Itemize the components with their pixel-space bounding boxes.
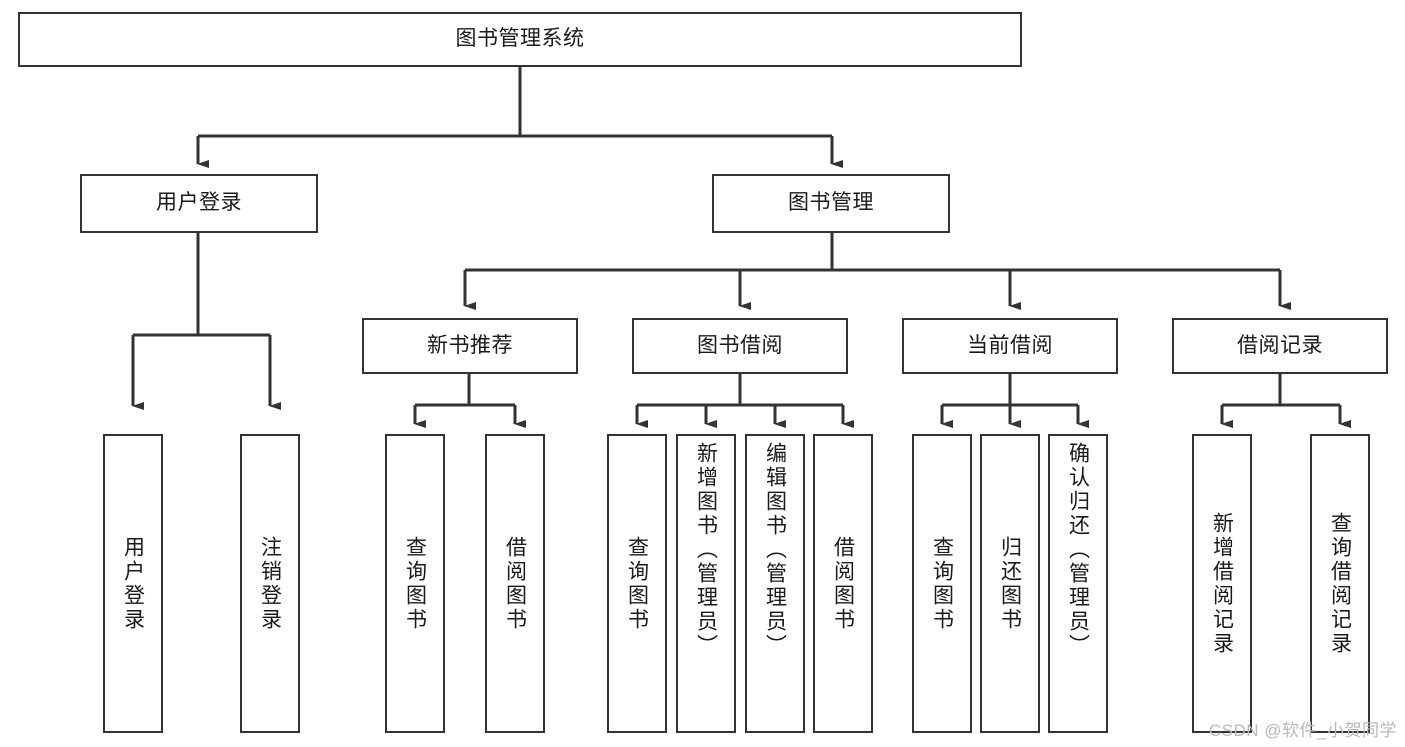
node-leaf-add-record[interactable]: 新增借阅记录 (1192, 434, 1252, 733)
node-leaf-query-book-1-label: 查询图书 (403, 535, 427, 632)
node-leaf-logout[interactable]: 注销登录 (240, 434, 300, 733)
node-leaf-edit-book-label: 编辑图书（管理员） (763, 442, 787, 658)
node-new-book-recommend[interactable]: 新书推荐 (362, 318, 578, 374)
node-leaf-query-record[interactable]: 查询借阅记录 (1310, 434, 1370, 733)
node-root-label: 图书管理系统 (455, 27, 585, 51)
node-leaf-return-book-label: 归还图书 (998, 535, 1022, 632)
node-leaf-add-book-label: 新增图书（管理员） (694, 442, 718, 658)
node-leaf-borrow-book-2[interactable]: 借阅图书 (813, 434, 873, 733)
watermark-text: CSDN @软件_小贺同学 (1208, 721, 1397, 740)
node-leaf-add-record-label: 新增借阅记录 (1210, 511, 1234, 656)
node-book-borrow-label: 图书借阅 (697, 333, 783, 357)
node-leaf-query-book-1[interactable]: 查询图书 (385, 434, 445, 733)
node-leaf-user-login-label: 用户登录 (121, 535, 145, 632)
node-leaf-query-book-2-label: 查询图书 (625, 535, 649, 632)
node-book-management[interactable]: 图书管理 (712, 174, 950, 233)
node-current-borrow[interactable]: 当前借阅 (902, 318, 1118, 374)
node-borrow-record-label: 借阅记录 (1237, 333, 1323, 357)
node-leaf-edit-book[interactable]: 编辑图书（管理员） (745, 434, 805, 733)
node-leaf-confirm-return-label: 确认归还（管理员） (1066, 442, 1090, 658)
node-user-login-label: 用户登录 (156, 191, 242, 215)
node-leaf-borrow-book-2-label: 借阅图书 (831, 535, 855, 632)
node-current-borrow-label: 当前借阅 (967, 333, 1053, 357)
node-book-management-label: 图书管理 (788, 191, 874, 215)
node-leaf-query-book-3[interactable]: 查询图书 (912, 434, 972, 733)
node-leaf-user-login[interactable]: 用户登录 (103, 434, 163, 733)
node-leaf-return-book[interactable]: 归还图书 (980, 434, 1040, 733)
node-leaf-borrow-book-1-label: 借阅图书 (503, 535, 527, 632)
node-borrow-record[interactable]: 借阅记录 (1172, 318, 1388, 374)
node-book-borrow[interactable]: 图书借阅 (632, 318, 848, 374)
node-leaf-add-book[interactable]: 新增图书（管理员） (676, 434, 736, 733)
node-new-book-recommend-label: 新书推荐 (427, 333, 513, 357)
node-root[interactable]: 图书管理系统 (18, 12, 1022, 67)
node-leaf-query-book-3-label: 查询图书 (930, 535, 954, 632)
node-leaf-query-record-label: 查询借阅记录 (1328, 511, 1352, 656)
node-leaf-borrow-book-1[interactable]: 借阅图书 (485, 434, 545, 733)
node-user-login[interactable]: 用户登录 (80, 174, 318, 233)
node-leaf-confirm-return[interactable]: 确认归还（管理员） (1048, 434, 1108, 733)
node-leaf-logout-label: 注销登录 (258, 535, 282, 632)
node-leaf-query-book-2[interactable]: 查询图书 (607, 434, 667, 733)
